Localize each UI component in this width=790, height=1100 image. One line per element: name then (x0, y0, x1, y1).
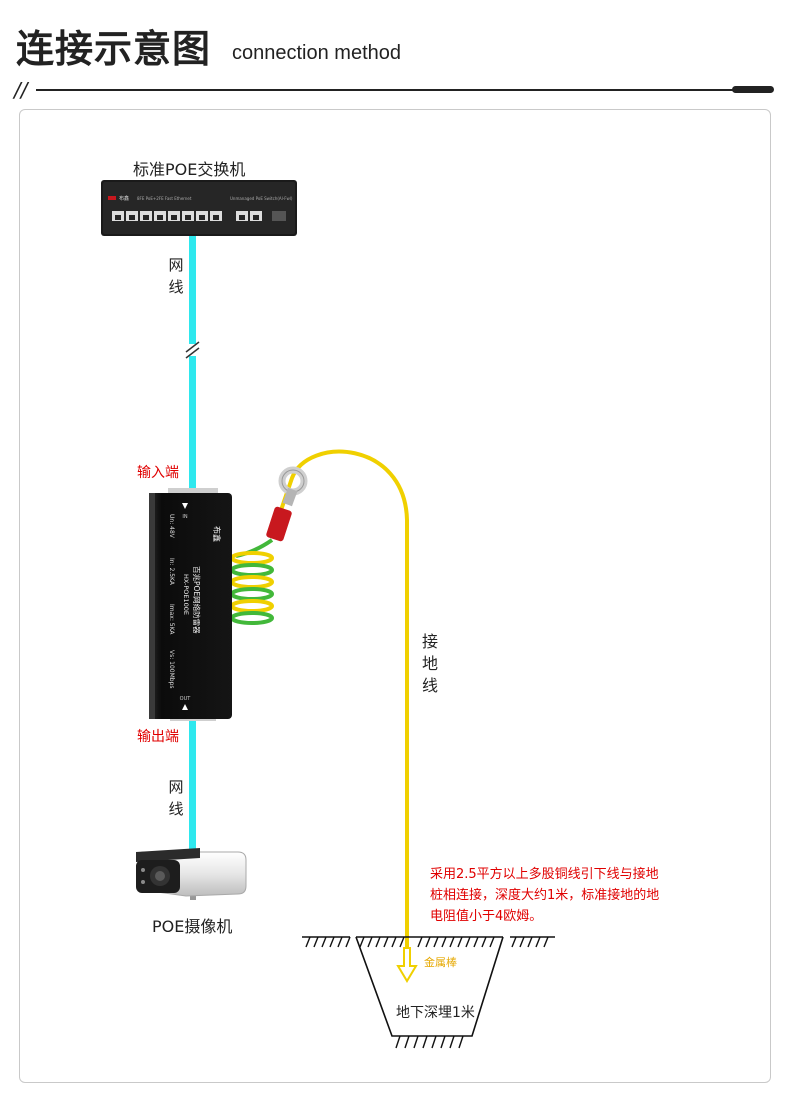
poe-switch: 布鑫 8FE PoE+2FE Fast Ethernet Unmanaged P… (101, 180, 297, 236)
header-divider-end-cap (732, 86, 774, 93)
poe-camera (136, 848, 247, 900)
ground-wire (230, 449, 409, 948)
protector-title: 百兆POE网络防雷器 (192, 566, 202, 634)
poe-surge-protector: IN OUT 布鑫 百兆POE网络防雷器 HX-POE100E Un: 48V … (149, 488, 232, 721)
protector-model: HX-POE100E (182, 574, 190, 615)
protector-spec-in: In: 2.5KA (168, 558, 175, 586)
output-port-arrow-icon (182, 704, 188, 710)
protector-brand: 布鑫 (212, 526, 222, 542)
switch-panel-text-right: Unmanaged PoE Switch(Al-Fwl) (230, 196, 293, 201)
camera-label: POE摄像机 (152, 917, 233, 936)
switch-label: 标准POE交换机 (133, 160, 246, 179)
metal-rod-label: 金属棒 (424, 956, 457, 969)
header-slash-mark: // (14, 78, 28, 102)
switch-brand-text: 布鑫 (119, 195, 129, 202)
switch-panel-text-left: 8FE PoE+2FE Fast Ethernet (137, 196, 192, 201)
protector-spec-un: Un: 48V (168, 514, 175, 539)
input-port-arrow-icon (182, 503, 188, 509)
metal-rod-arrow-icon (396, 947, 418, 983)
page-title: 连接示意图 (16, 27, 212, 71)
ground-pit (302, 936, 555, 1049)
burial-depth-label: 地下深埋1米 (396, 1005, 475, 1021)
cable-label-bottom: 网线 (168, 778, 184, 818)
diagram-frame (19, 109, 771, 1083)
network-cable-top (185, 232, 200, 491)
protector-spec-vs: Vs: 100Mbps (168, 650, 175, 689)
input-port-label: 输入端 (137, 465, 179, 481)
ground-wire-label: 接地线 (421, 632, 438, 695)
ground-wire-coil (230, 551, 274, 625)
cable-label-top: 网线 (168, 256, 184, 296)
grounding-note: 采用2.5平方以上多股铜线引下线与接地桩相连接，深度大约1米，标准接地的地电阻值… (430, 867, 660, 924)
protector-port-in-mark: IN (182, 514, 187, 520)
protector-spec-imax: Imax: 5KA (168, 604, 175, 635)
header-divider (36, 89, 736, 91)
protector-port-out-mark: OUT (180, 696, 192, 702)
page-subtitle: connection method (232, 42, 402, 64)
output-port-label: 输出端 (137, 729, 179, 745)
network-cable-bottom (189, 720, 196, 860)
